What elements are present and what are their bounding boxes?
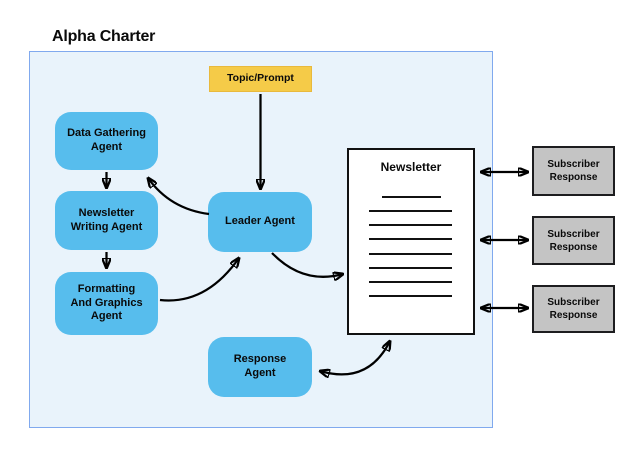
node-subscriber-response-3: Subscriber Response bbox=[532, 285, 615, 333]
node-newsletter-writing-agent-label: Newsletter Writing Agent bbox=[70, 206, 143, 233]
node-newsletter-writing-agent: Newsletter Writing Agent bbox=[55, 191, 158, 250]
node-leader-agent: Leader Agent bbox=[208, 192, 312, 252]
node-topic-prompt: Topic/Prompt bbox=[209, 66, 312, 92]
node-topic-prompt-label: Topic/Prompt bbox=[227, 72, 294, 85]
node-subscriber-response-1: Subscriber Response bbox=[532, 146, 615, 196]
node-response-agent: Response Agent bbox=[208, 337, 312, 397]
node-data-gathering-agent: Data Gathering Agent bbox=[55, 112, 158, 170]
node-newsletter-document: Newsletter bbox=[347, 148, 475, 335]
node-response-agent-label: Response Agent bbox=[233, 353, 287, 379]
node-leader-agent-label: Leader Agent bbox=[225, 215, 295, 228]
node-subscriber-response-2-label: Subscriber Response bbox=[547, 228, 600, 253]
diagram-title: Alpha Charter bbox=[52, 28, 156, 45]
node-formatting-graphics-agent-label: Formatting And Graphics Agent bbox=[70, 282, 143, 323]
node-subscriber-response-2: Subscriber Response bbox=[532, 216, 615, 265]
node-subscriber-response-3-label: Subscriber Response bbox=[547, 297, 600, 321]
node-subscriber-response-1-label: Subscriber Response bbox=[547, 159, 600, 183]
node-data-gathering-agent-label: Data Gathering Agent bbox=[67, 127, 146, 153]
node-formatting-graphics-agent: Formatting And Graphics Agent bbox=[55, 272, 158, 335]
newsletter-document-title: Newsletter bbox=[380, 160, 442, 174]
